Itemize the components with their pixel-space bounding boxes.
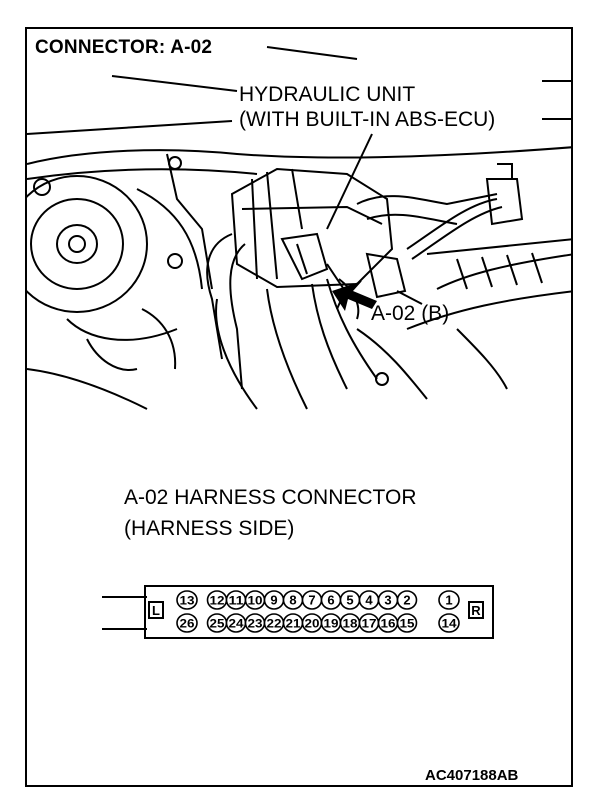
bottom-pin-number: 23 [248, 617, 263, 631]
bottom-pin-number: 26 [180, 617, 195, 631]
top-pin-circle [438, 590, 460, 610]
bottom-pin-circle [396, 613, 418, 633]
bottom-pin-circle [176, 613, 198, 633]
bottom-pin-number: 21 [286, 617, 301, 631]
bottom-pin-number: 14 [442, 617, 457, 631]
bottom-pin-number: 24 [229, 617, 244, 631]
top-pin-number: 13 [180, 594, 195, 608]
harness-connector-subtitle: (HARNESS SIDE) [124, 517, 295, 540]
top-pin-number: 9 [270, 593, 277, 608]
right-tab-label: R [471, 603, 481, 618]
top-pin-number: 4 [365, 593, 373, 608]
hydraulic-unit-sublabel: (WITH BUILT-IN ABS-ECU) [239, 108, 496, 131]
top-pin-number: 5 [346, 593, 353, 608]
bottom-pin-number: 18 [343, 617, 358, 631]
top-pin-number: 6 [327, 593, 334, 608]
connector-pins-bottom: 26 25 24 23 22 21 20 19 18 17 16 15 14 [176, 613, 460, 633]
top-pin-number: 10 [248, 594, 263, 608]
bottom-pin-number: 15 [400, 617, 415, 631]
top-pin-number: 2 [403, 593, 410, 608]
bottom-pin-number: 25 [210, 617, 225, 631]
top-pin-number: 12 [210, 594, 225, 608]
bottom-pin-number: 20 [305, 617, 320, 631]
top-pin-number: 8 [289, 593, 296, 608]
harness-connector-title: A-02 HARNESS CONNECTOR [124, 486, 417, 509]
top-pin-number: 3 [384, 593, 391, 608]
top-pin-number: 1 [445, 593, 452, 608]
page-title: CONNECTOR: A-02 [35, 37, 213, 58]
top-pin-number: 11 [229, 594, 244, 608]
connector-callout-label: A-02 (B) [371, 302, 450, 325]
diagram-frame: CONNECTOR: A-02 HYDRAULIC UNIT (WITH BUI… [25, 27, 573, 787]
bottom-pin-number: 22 [267, 617, 282, 631]
bottom-pin-circle [438, 613, 460, 633]
bottom-pin-number: 16 [381, 617, 396, 631]
hydraulic-unit-label: HYDRAULIC UNIT [239, 83, 416, 106]
left-tab-label: L [152, 603, 160, 618]
top-pin-number: 7 [308, 593, 315, 608]
top-pin-circle [176, 590, 198, 610]
bottom-pin-number: 17 [362, 617, 377, 631]
bottom-pin-number: 19 [324, 617, 339, 631]
engine-bay-illustration [27, 46, 571, 410]
figure-code: AC407188AB [425, 767, 519, 784]
top-pin-circle [396, 590, 418, 610]
